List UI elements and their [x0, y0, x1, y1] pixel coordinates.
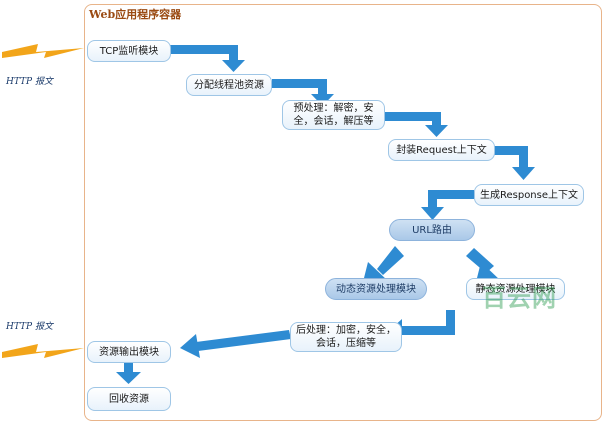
container-title: Web应用程序容器 [89, 8, 182, 21]
watermark-logo: 百云网 [482, 284, 557, 312]
arrow-tcp-to-thread [170, 45, 245, 72]
web-container-frame [84, 4, 602, 421]
lightning-in-icon [2, 44, 84, 58]
arrow-routing-to-dynamic [364, 246, 404, 281]
node-thread-pool-alloc: 分配线程池资源 [186, 74, 272, 96]
node-recycle-resources: 回收资源 [87, 387, 171, 411]
arrow-request-to-response [494, 146, 535, 180]
http-message-in-label: HTTP 报文 [6, 77, 53, 87]
node-url-routing: URL路由 [389, 219, 475, 241]
arrow-output-to-recycle [116, 361, 141, 384]
http-message-out-label: HTTP 报文 [6, 322, 53, 332]
lightning-out-icon [2, 344, 84, 358]
arrow-response-to-routing [421, 190, 474, 220]
arrow-routing-to-static [466, 248, 501, 281]
arrow-preprocess-to-request [384, 112, 448, 137]
arrow-postprocess-to-output [180, 330, 291, 358]
node-resource-output: 资源输出模块 [87, 341, 171, 363]
node-postprocess: 后处理：加密，安全，会话，压缩等 [290, 322, 402, 352]
node-generate-response: 生成Response上下文 [474, 184, 584, 206]
node-preprocess: 预处理：解密，安全，会话，解压等 [282, 100, 385, 130]
node-wrap-request: 封装Request上下文 [388, 139, 495, 161]
node-tcp-listener: TCP监听模块 [87, 40, 171, 62]
node-static-handler: 静态资源处理模块 [466, 278, 565, 300]
node-dynamic-handler: 动态资源处理模块 [325, 278, 427, 300]
